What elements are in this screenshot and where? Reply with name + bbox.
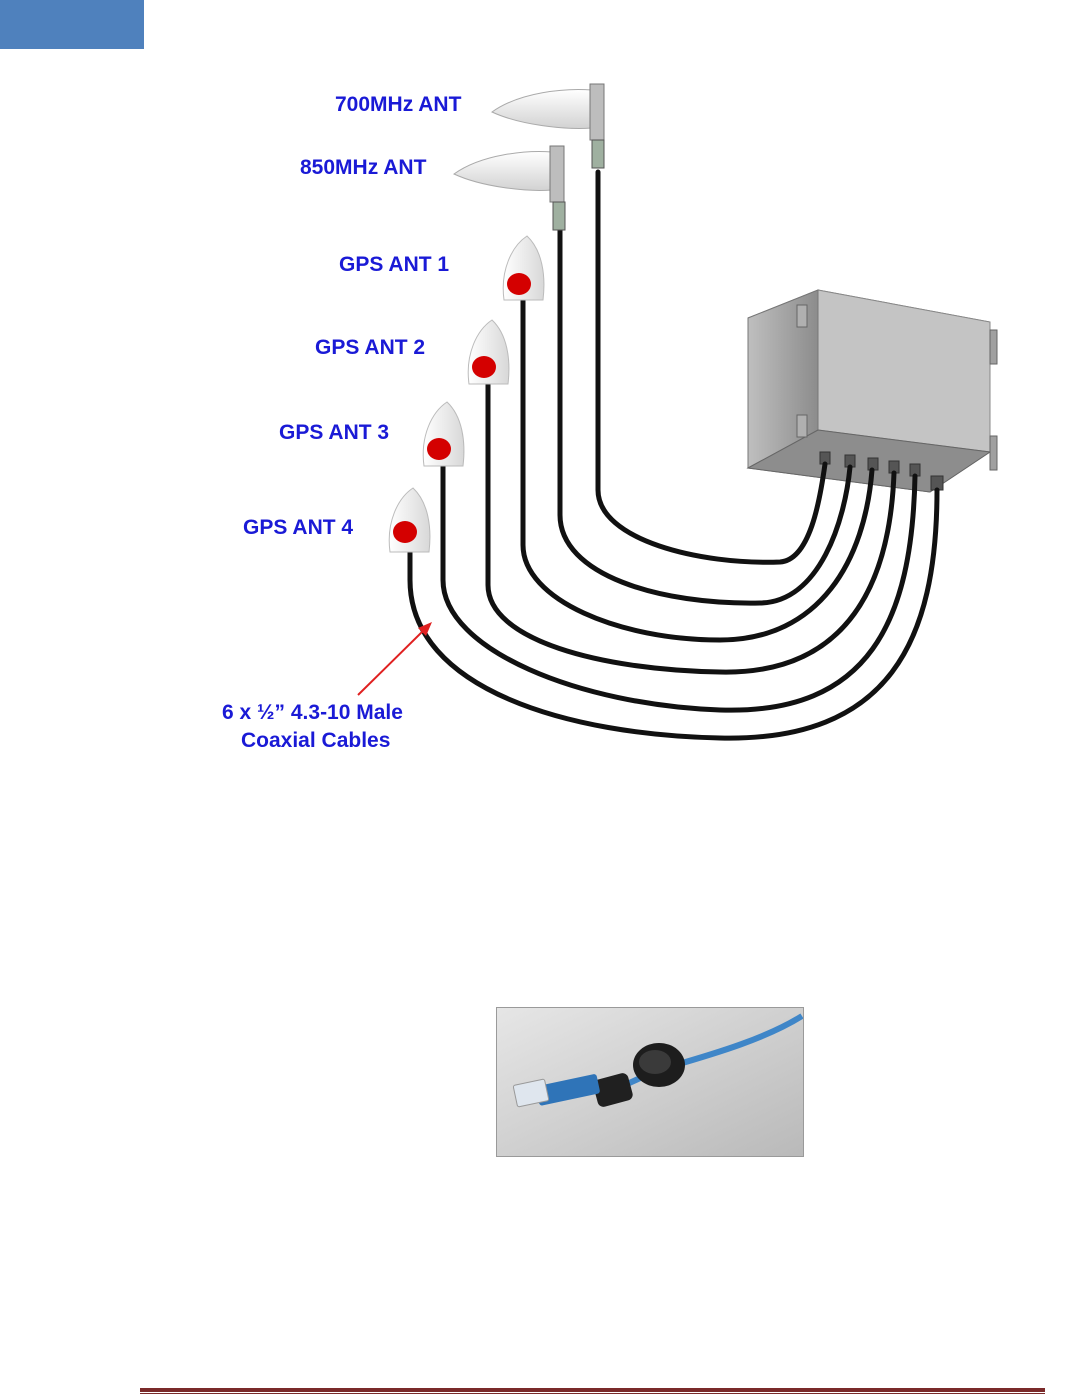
rj45-cable-gland-photo (496, 1007, 804, 1157)
gps-antenna-3 (423, 402, 464, 466)
label-cables-line2: Coaxial Cables (241, 729, 390, 753)
label-gps-ant-3: GPS ANT 3 (279, 421, 389, 445)
cable-pointer-arrow (358, 622, 432, 695)
label-cables-line1: 6 x ½” 4.3-10 Male (222, 701, 403, 725)
gps-antenna-2 (468, 320, 509, 384)
gps-antenna-1 (503, 236, 544, 300)
label-700mhz-ant: 700MHz ANT (335, 93, 461, 117)
gps-antenna-4 (389, 488, 430, 552)
enclosure-box (748, 290, 997, 492)
label-gps-ant-2: GPS ANT 2 (315, 336, 425, 360)
label-gps-ant-4: GPS ANT 4 (243, 516, 353, 540)
footer-rule-thin (140, 1393, 1045, 1394)
antenna-850mhz (454, 146, 565, 230)
label-gps-ant-1: GPS ANT 1 (339, 253, 449, 277)
label-850mhz-ant: 850MHz ANT (300, 156, 426, 180)
footer-rule (140, 1388, 1045, 1392)
cable-photo-illustration (497, 1008, 804, 1157)
antenna-connection-diagram (0, 0, 1083, 800)
